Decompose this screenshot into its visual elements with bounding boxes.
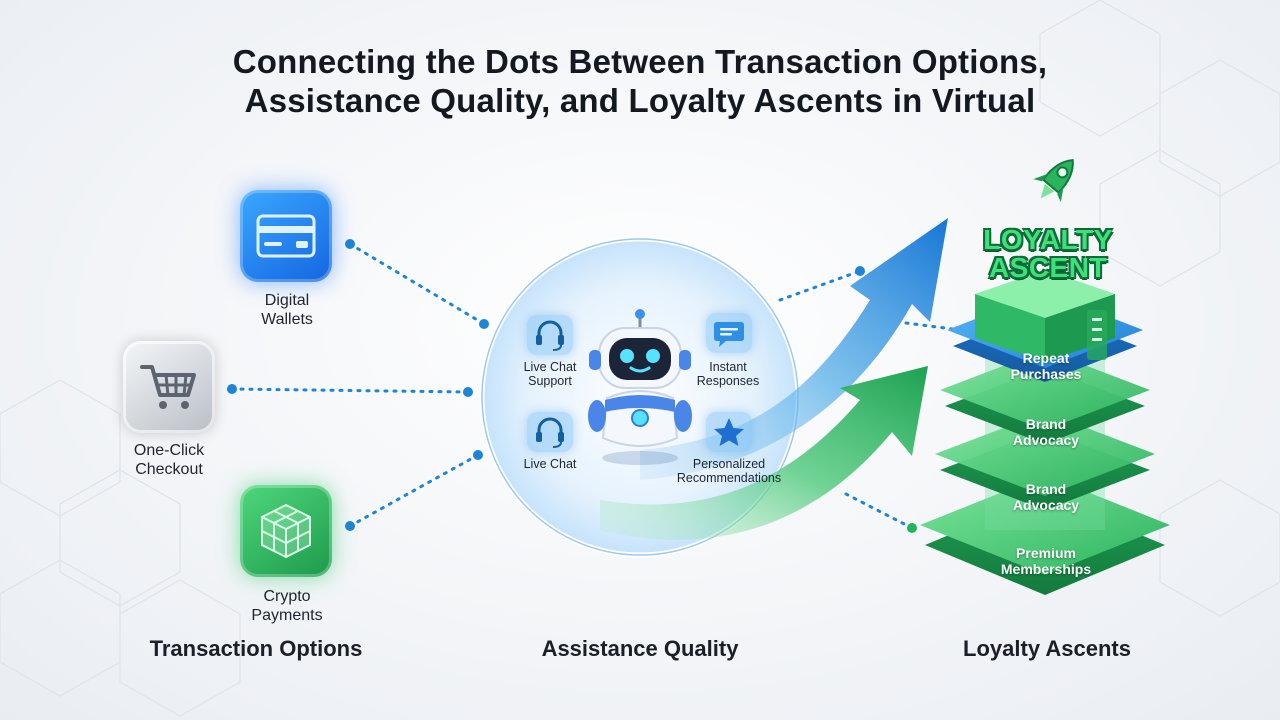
personalized-recommendations-feature[interactable] — [706, 412, 752, 452]
live-chat-feature[interactable] — [527, 412, 573, 452]
loyalty-ascents-heading: Loyalty Ascents — [963, 636, 1131, 661]
rocket-icon — [1033, 158, 1074, 203]
chat-bubble-icon — [714, 322, 744, 347]
title-line-2: Assistance Quality, and Loyalty Ascents … — [244, 82, 1036, 119]
digital-wallet-tile[interactable] — [240, 190, 332, 282]
green-growth-arrow — [600, 366, 928, 540]
page-title: Connecting the Dots Between Transaction … — [0, 42, 1280, 120]
title-line-1: Connecting the Dots Between Transaction … — [232, 43, 1048, 80]
star-icon — [714, 418, 744, 446]
live-chat-label: Live Chat — [523, 457, 577, 471]
crypto-payments-tile[interactable] — [240, 485, 332, 577]
headset-icon — [536, 320, 564, 351]
one-click-checkout-tile[interactable] — [123, 341, 215, 433]
assistance-quality-heading: Assistance Quality — [541, 636, 739, 661]
headset-icon — [536, 417, 564, 448]
instant-responses-feature[interactable] — [706, 313, 752, 353]
dotted-connectors — [230, 242, 970, 530]
shopping-cart-icon — [140, 365, 196, 409]
blue-growth-arrow — [640, 218, 948, 480]
robot-assistant-icon — [588, 309, 692, 465]
loyalty-ascent-title: LOYALTY ASCENT — [983, 224, 1113, 283]
crypto-cube-icon — [261, 503, 311, 559]
loyalty-tower — [920, 270, 1170, 595]
credit-card-icon — [256, 214, 316, 258]
transaction-options-heading: Transaction Options — [149, 636, 363, 661]
live-chat-support-feature[interactable] — [527, 315, 573, 355]
